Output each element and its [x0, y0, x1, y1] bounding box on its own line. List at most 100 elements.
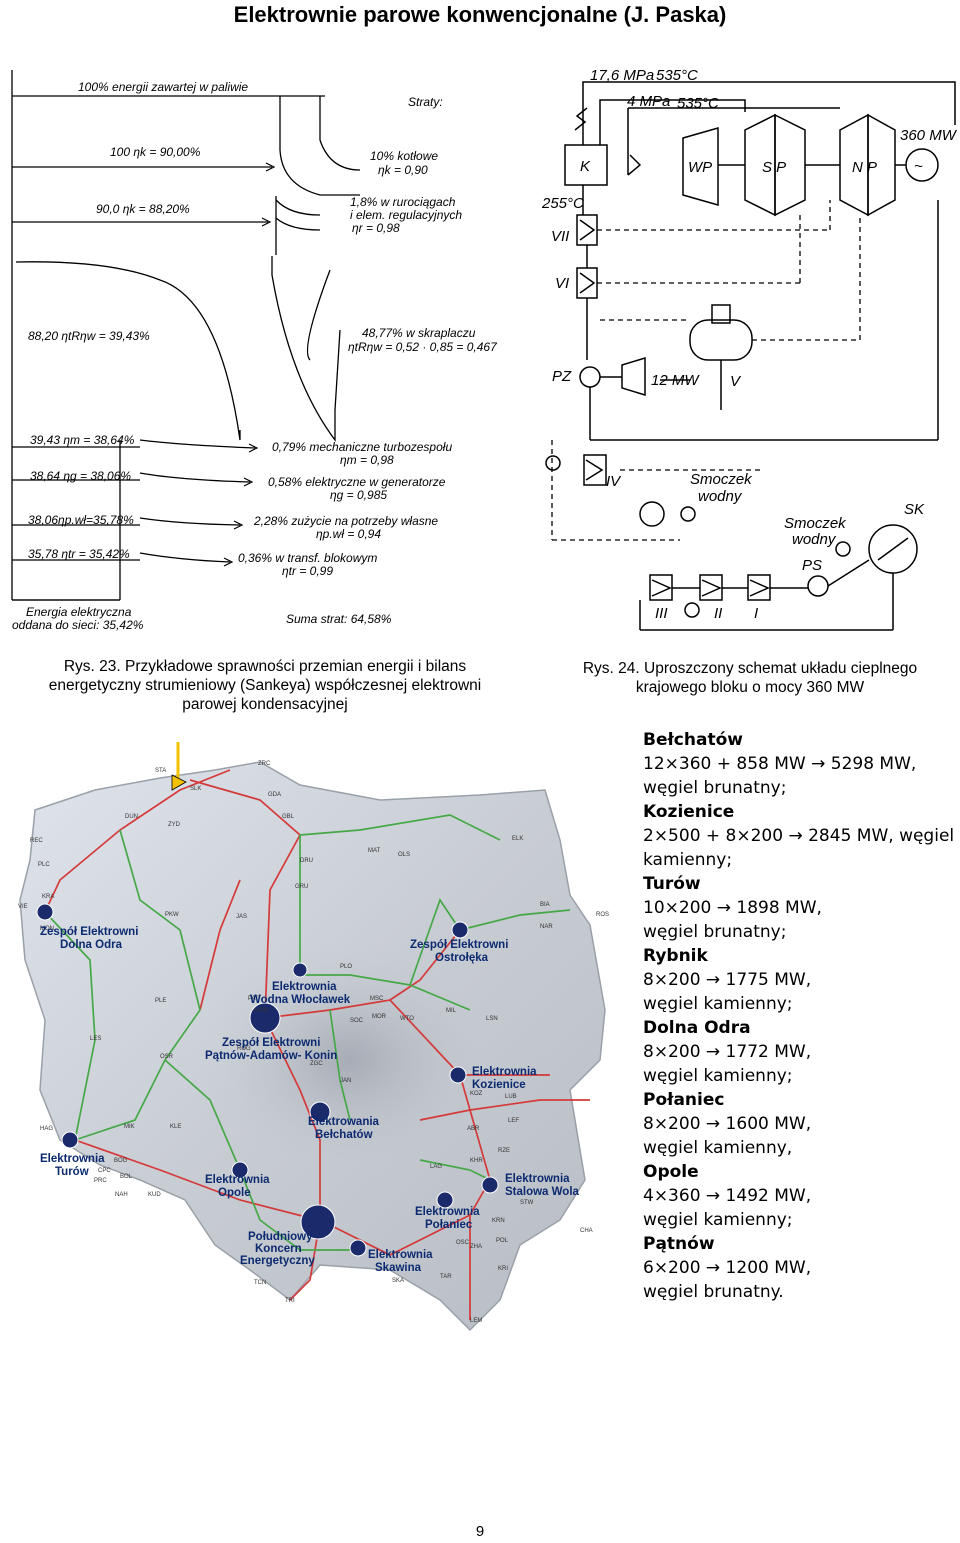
map-label-line: Południowy: [248, 1231, 313, 1243]
map-code-label: BOG: [114, 1158, 128, 1164]
map-code-label: ZHA: [470, 1244, 482, 1250]
map-code-label: SOC: [350, 1018, 364, 1024]
sankey-flow-7: 35,78 ηtr = 35,42%: [28, 547, 130, 561]
map-code-label: JAS: [236, 914, 247, 920]
plant-name: Rybnik: [643, 946, 708, 966]
map-code-label: KLE: [170, 1124, 181, 1130]
scheme-pump-pz: PZ: [552, 368, 572, 385]
map-label-line: Koncern: [255, 1243, 302, 1255]
plant-description: 10×200 → 1898 MW,: [643, 898, 822, 918]
map-label-line: Kozienice: [472, 1079, 526, 1091]
marker-wloclawek: [292, 962, 308, 978]
map-code-label: ABR: [467, 1126, 480, 1132]
sankey-top-label: 100% energii zawartej w paliwie: [78, 80, 248, 94]
map-code-label: ZGC: [310, 1061, 323, 1067]
sankey-loss-2c: ηr = 0,98: [352, 221, 400, 235]
map-code-label: PKW: [165, 912, 179, 918]
scheme-boiler-label: K: [580, 158, 591, 175]
map-label-line: Zespół Elektrowni: [222, 1037, 320, 1049]
scheme-generator-symbol: ~: [914, 158, 923, 175]
map-code-label: OLS: [398, 852, 410, 858]
sankey-loss-2a: 1,8% w rurociągach: [350, 195, 456, 209]
marker-patnow: [249, 1002, 281, 1034]
map-label-line: Ostrołęka: [435, 952, 489, 964]
sankey-losses-heading: Straty:: [408, 95, 443, 109]
map-code-label: BOL: [120, 1174, 133, 1180]
sankey-output-a: Energia elektryczna: [26, 605, 132, 619]
plant-name: Pątnów: [643, 1234, 715, 1254]
map-code-label: NAH: [115, 1192, 128, 1198]
map-code-label: ZYD: [168, 822, 181, 828]
sankey-loss-4b: ηm = 0,98: [340, 453, 394, 467]
sankey-loss-1b: ηk = 0,90: [378, 163, 428, 177]
sankey-flow-1: 100 ηk = 90,00%: [110, 145, 201, 159]
sankey-flow-5: 38,64 ηg = 38,06%: [30, 469, 131, 483]
sankey-flow-4: 39,43 ηm = 38,64%: [30, 433, 135, 447]
map-code-label: MOR: [372, 1014, 387, 1020]
map-label-line: Elektrownia: [205, 1174, 270, 1186]
plant-description: węgiel brunatny;: [643, 778, 787, 798]
plant-description: kamienny;: [643, 850, 733, 870]
scheme-temp-1: 535°C: [656, 67, 698, 84]
sankey-loss-5a: 0,58% elektryczne w generatorze: [268, 475, 446, 489]
map-label-line: Elektrownia: [415, 1206, 480, 1218]
map-code-label: LEM: [470, 1318, 482, 1324]
figure-23-caption-line-1: Rys. 23. Przykładowe sprawności przemian…: [63, 658, 467, 675]
map-label-line: Elektrownia: [472, 1066, 537, 1078]
sankey-loss-1a: 10% kotłowe: [370, 149, 438, 163]
map-code-label: CPC: [98, 1168, 111, 1174]
map-code-label: ROG: [237, 1046, 251, 1052]
map-code-label: LSN: [486, 1016, 498, 1022]
marker-turow: [61, 1131, 79, 1149]
map-code-label: JAN: [340, 1078, 351, 1084]
figure-23-caption: Rys. 23. Przykładowe sprawności przemian…: [10, 657, 520, 714]
map-code-label: NAR: [540, 924, 553, 930]
scheme-heater-ii: II: [714, 605, 722, 622]
map-code-label: WTO: [400, 1016, 414, 1022]
map-label-line: Dolna Odra: [60, 939, 123, 951]
map-code-label: BIA: [540, 902, 550, 908]
map-code-label: MAT: [368, 848, 381, 854]
map-code-label: STW: [520, 1200, 534, 1206]
figure-24-caption: Rys. 24. Uproszczony schemat układu ciep…: [540, 659, 960, 697]
plant-description: węgiel brunatny.: [643, 1282, 784, 1302]
scheme-jet-pump-1a: Smoczek: [690, 471, 753, 488]
plant-description: 12×360 + 858 MW → 5298 MW,: [643, 754, 917, 774]
map-label-line: Skawina: [375, 1262, 422, 1274]
sankey-loss-6a: 2,28% zużycie na potrzeby własne: [253, 514, 438, 528]
scheme-heater-vii: VII: [551, 228, 569, 245]
map-label-line: Elektrownia: [40, 1153, 105, 1165]
figure-23-caption-line-3: parowej kondensacyjnej: [182, 696, 348, 713]
sankey-sum-losses: Suma strat: 64,58%: [286, 612, 392, 626]
sankey-loss-6b: ηp.wł = 0,94: [316, 527, 381, 541]
map-code-label: RZE: [498, 1148, 510, 1154]
map-code-label: POL: [496, 1238, 509, 1244]
map-code-label: KOZ: [470, 1091, 483, 1097]
map-code-label: TAR: [440, 1274, 452, 1280]
marker-belchatow: [309, 1101, 331, 1123]
map-code-label: GRU: [295, 884, 308, 890]
map-code-label: MIK: [124, 1124, 135, 1130]
map-code-label: KUD: [148, 1192, 161, 1198]
scheme-ps-label: PS: [802, 557, 822, 574]
map-code-label: MSC: [370, 996, 384, 1002]
sankey-loss-7b: ηtr = 0,99: [282, 564, 333, 578]
map-label-line: Elektrownia: [272, 981, 337, 993]
map-code-label: KRA: [42, 894, 54, 900]
map-yellow-flag: [171, 774, 187, 791]
map-code-label: OSC: [456, 1240, 470, 1246]
scheme-wp-label: WP: [688, 159, 712, 176]
scheme-jet-pump-1b: wodny: [698, 488, 743, 505]
scheme-deaerator-label: V: [730, 373, 742, 390]
plant-description: 6×200 → 1200 MW,: [643, 1258, 812, 1278]
map-code-label: PLC: [38, 862, 50, 868]
sankey-loss-4a: 0,79% mechaniczne turbozespołu: [272, 440, 452, 454]
sankey-loss-3a: 48,77% w skraplaczu: [362, 326, 476, 340]
scheme-pressure-2: 4 MPa: [627, 93, 670, 110]
plant-description: węgiel kamienny,: [643, 1138, 793, 1158]
map-label-line: Pątnów-Adamów- Konin: [205, 1050, 337, 1062]
